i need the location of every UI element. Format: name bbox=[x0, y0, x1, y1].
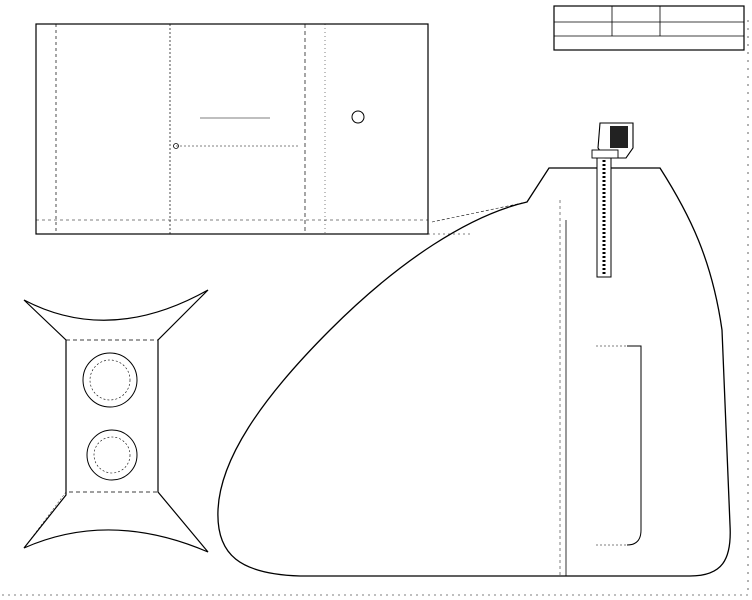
flap-pattern bbox=[23, 289, 209, 553]
panel-outline bbox=[35, 23, 429, 235]
cutout-circle-lower-inner bbox=[93, 436, 131, 474]
flap-corner-line bbox=[23, 299, 67, 341]
flap-corner-line bbox=[157, 491, 209, 553]
grommet-marker bbox=[351, 110, 365, 124]
cutout-circle-upper bbox=[82, 352, 138, 408]
reference-marker bbox=[173, 143, 179, 149]
flap-fold-rectangle bbox=[65, 339, 159, 493]
valve-fitting bbox=[591, 122, 634, 278]
sheet-marks bbox=[2, 20, 750, 596]
bag-body-outline bbox=[217, 167, 731, 577]
valve-cap bbox=[610, 126, 628, 148]
valve-collar bbox=[591, 149, 619, 159]
rectangular-panel bbox=[35, 23, 429, 235]
cutout-circle-upper-inner bbox=[89, 359, 131, 401]
flap-outline bbox=[23, 289, 209, 553]
cutout-circle-lower bbox=[86, 429, 138, 481]
leader-line bbox=[431, 201, 528, 223]
bag-outline bbox=[217, 167, 731, 577]
inner-pocket-outline bbox=[626, 345, 642, 546]
title-block bbox=[553, 5, 745, 51]
title-block-frame bbox=[553, 5, 745, 51]
